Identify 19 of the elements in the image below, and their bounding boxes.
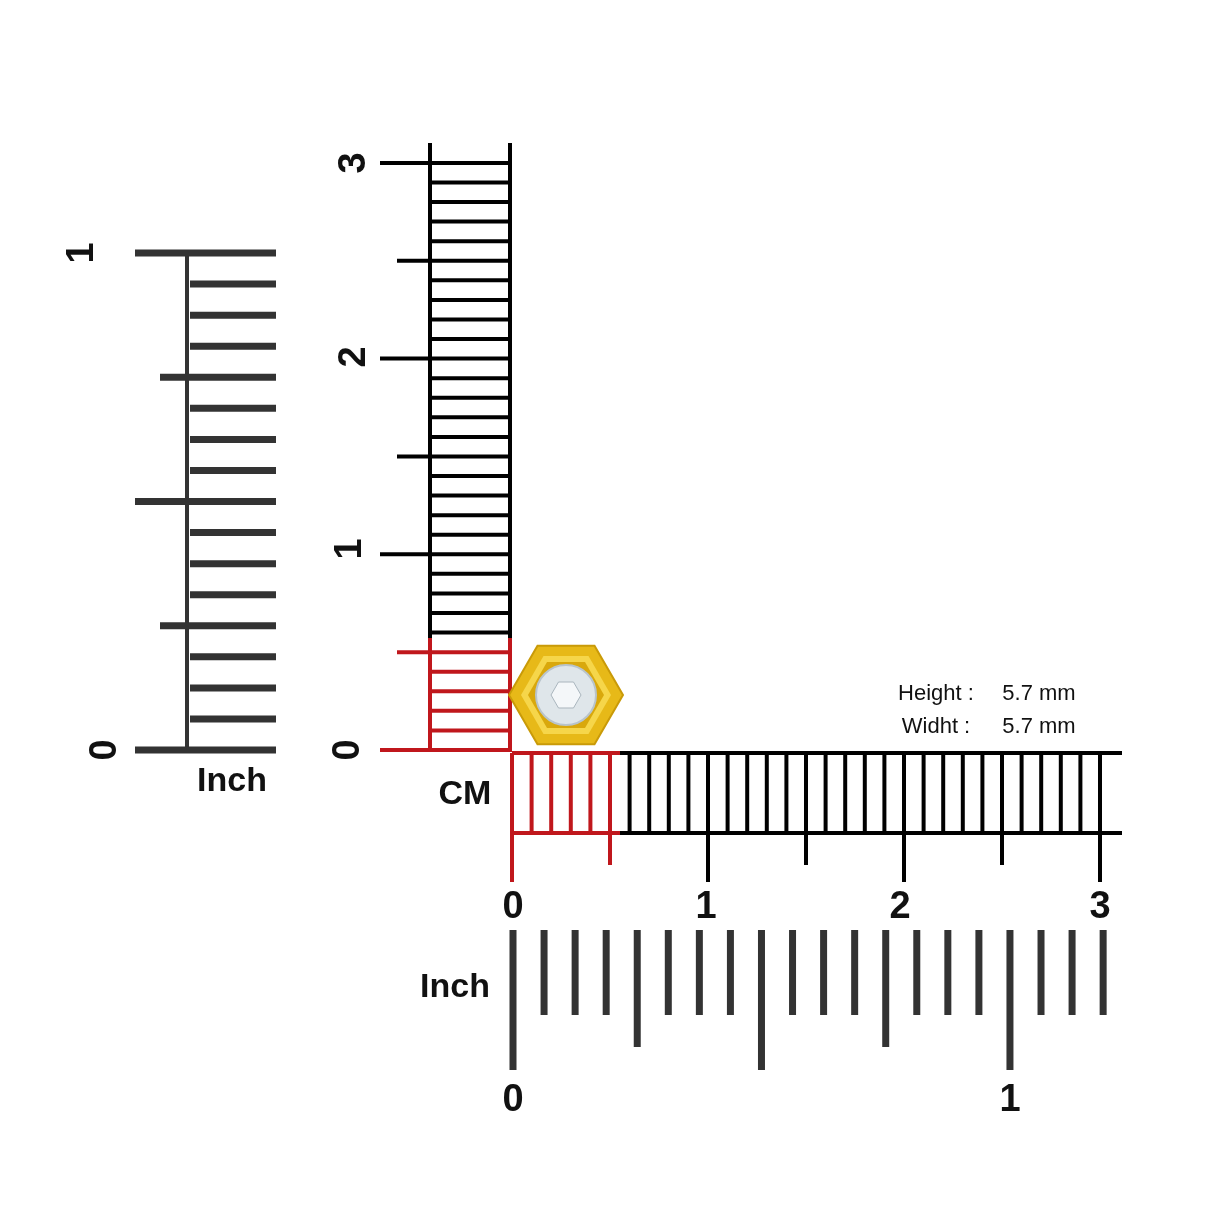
scale-number: 3	[333, 152, 371, 174]
scale-number: 0	[327, 739, 365, 761]
scale-number: 1	[329, 538, 367, 560]
scale-number: 0	[502, 1079, 524, 1117]
dimension-value: 5.7 mm	[1002, 682, 1076, 704]
scale-number: 0	[502, 886, 524, 924]
scale-number: 1	[695, 886, 717, 924]
dimension-label: Widht :	[901, 715, 971, 737]
dimension-value: 5.7 mm	[1002, 715, 1076, 737]
scale-number: 0	[84, 739, 122, 761]
scale-number: 1	[61, 242, 99, 264]
dimension-label: Height :	[898, 682, 974, 704]
unit-label: Inch	[420, 968, 490, 1002]
scale-number: 3	[1089, 886, 1111, 924]
unit-label: Inch	[197, 762, 267, 796]
scale-number: 2	[333, 346, 371, 368]
scale-number: 1	[999, 1079, 1021, 1117]
unit-label: CM	[438, 775, 492, 809]
scale-number: 2	[889, 886, 911, 924]
